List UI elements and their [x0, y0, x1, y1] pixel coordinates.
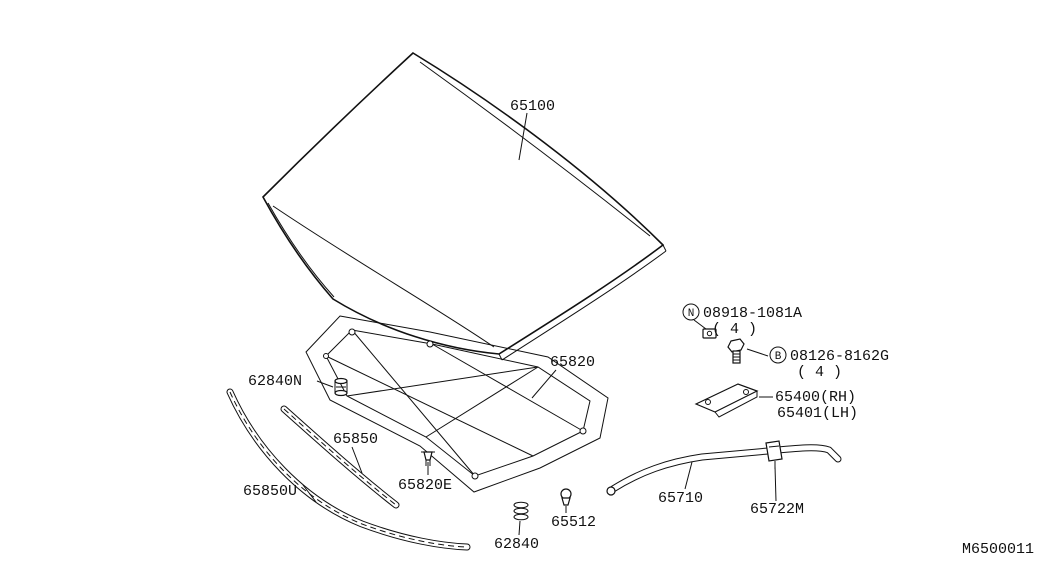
hinge-hole-1 — [705, 399, 711, 405]
grommet-62840-drawing — [513, 501, 529, 521]
hood-crease-front — [272, 205, 495, 348]
insulator-joint-hole — [471, 472, 479, 480]
leader-line-65710 — [684, 461, 693, 490]
hinge-bracket — [694, 383, 759, 413]
hood-crease-right — [419, 61, 651, 237]
label-65100: 65100 — [510, 98, 555, 115]
label-65512: 65512 — [551, 514, 596, 531]
label-bolt-qty: ( 4 ) — [797, 364, 842, 381]
hood-panel-drawing — [262, 52, 667, 361]
label-65850: 65850 — [333, 431, 378, 448]
grommet-n-drawing — [334, 377, 348, 397]
grommet-n-bottom — [334, 389, 348, 397]
insulator-joint-hole — [348, 328, 356, 336]
hood-front-double-edge — [267, 202, 335, 298]
clip-65512-body — [561, 497, 571, 506]
clip-65820e-drawing — [421, 451, 435, 466]
hinge-drawing — [694, 383, 759, 418]
label-hinge-lh: 65401(LH) — [777, 405, 858, 422]
rod-body-fill — [610, 445, 841, 492]
rod-hook-end — [606, 486, 616, 496]
grommet-coil-2 — [513, 507, 529, 515]
rod-clamp-drawing — [765, 440, 783, 469]
insulator-brace-3 — [325, 355, 534, 457]
insulator-brace-5 — [346, 366, 539, 397]
label-65710: 65710 — [658, 490, 703, 507]
grommet-coil-1 — [513, 501, 529, 509]
leader-lines — [302, 112, 777, 536]
hood-edge-thickness — [501, 250, 667, 361]
leader-line-62840n — [316, 380, 334, 388]
nut-drawing — [702, 328, 717, 339]
leader-line-65100 — [518, 112, 528, 161]
hinge-hole-2 — [743, 389, 749, 395]
label-65850u: 65850U — [243, 483, 297, 500]
hood-insulator-drawing — [305, 315, 609, 493]
label-62840: 62840 — [494, 536, 539, 553]
seal-side-band-fill — [227, 389, 470, 550]
leader-line-65820 — [531, 369, 557, 399]
insulator-outer-ring — [305, 315, 609, 493]
bolt-symbol-circle — [769, 346, 787, 364]
clip-e-body — [423, 451, 433, 461]
seal-front-drawing — [280, 405, 400, 509]
bolt-head — [727, 338, 745, 353]
seal-side-drawing — [226, 388, 471, 551]
label-65722m: 65722M — [750, 501, 804, 518]
insulator-joint-hole — [323, 353, 329, 359]
hood-edge-join-right — [662, 244, 667, 252]
leader-line-bolt — [746, 348, 769, 357]
nut-symbol-letter: N — [688, 308, 695, 320]
leader-line-65850u — [302, 484, 317, 503]
insulator-brace-1 — [351, 329, 476, 477]
rod-drawing — [606, 444, 842, 496]
nut-symbol-circle — [682, 303, 700, 321]
label-nut-qty: ( 4 ) — [712, 321, 757, 338]
drawing-code: M6500011 — [962, 541, 1034, 558]
hinge-bracket-facet — [714, 391, 758, 418]
bolt-drawing — [727, 338, 745, 364]
leader-line-nut — [693, 319, 707, 330]
insulator-inner-ring — [325, 329, 591, 477]
label-62840n: 62840N — [248, 373, 302, 390]
grommet-coil-3 — [513, 513, 529, 521]
rod-clamp-detail — [768, 445, 780, 448]
seal-front-texture — [283, 408, 397, 506]
leader-line-65722m — [774, 465, 777, 502]
clip-65512-drawing — [560, 488, 572, 506]
insulator-brace-4 — [431, 343, 584, 432]
nut-hole — [706, 330, 713, 337]
label-hinge-rh: 65400(RH) — [775, 389, 856, 406]
label-65820e: 65820E — [398, 477, 452, 494]
part-labels: 65100 65820 62840N 65850 65850U 65820E 6… — [243, 98, 1034, 558]
label-nut-partnumber: 08918-1081A — [703, 305, 802, 322]
leader-line-62840 — [518, 520, 521, 536]
label-65820: 65820 — [550, 354, 595, 371]
insulator-joint-hole — [426, 340, 434, 348]
insulator-brace-2 — [425, 366, 539, 438]
label-bolt-partnumber: 08126-8162G — [790, 348, 889, 365]
insulator-joint-hole — [579, 427, 587, 435]
rod-clamp-body — [765, 440, 783, 462]
leader-line-65850 — [351, 446, 363, 474]
hood-outline — [262, 52, 665, 355]
grommet-n-top — [334, 377, 348, 385]
bolt-symbol-letter: B — [775, 351, 782, 363]
